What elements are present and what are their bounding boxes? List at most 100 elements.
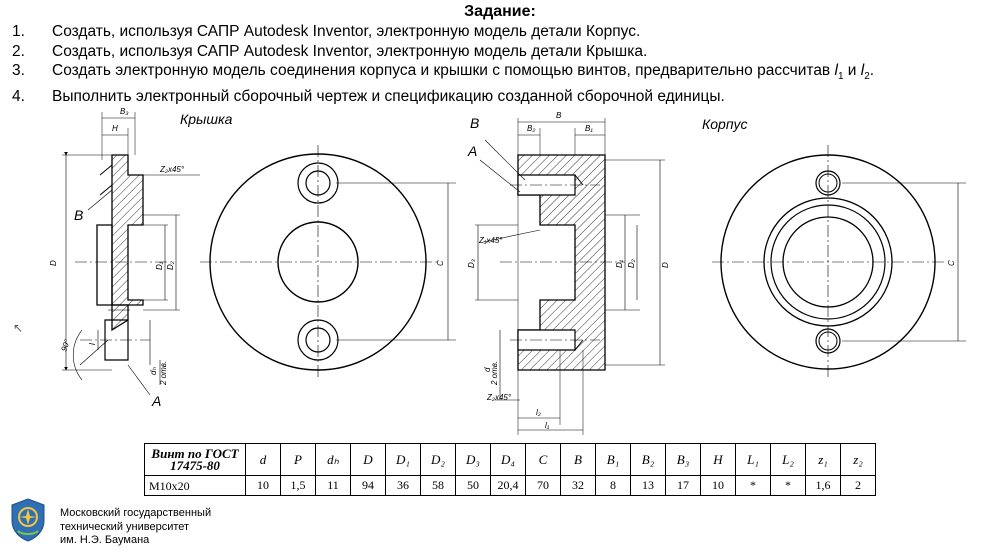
- spec-cell: 10: [245, 475, 281, 496]
- spec-cell: 1,5: [280, 475, 316, 496]
- spec-cell: 13: [630, 475, 666, 496]
- label-z2x45: Z₂x45°: [159, 165, 185, 174]
- spec-col-header: D₄: [490, 443, 526, 476]
- task-number: 1.: [12, 23, 25, 40]
- university-footer: Московский государственный технический у…: [8, 497, 211, 548]
- label-d2: D₂: [166, 261, 175, 270]
- housing-section-view: [475, 118, 665, 435]
- university-name: Московский государственный технический у…: [60, 507, 211, 548]
- label-b: B: [74, 207, 83, 223]
- label-d1: D₁: [155, 261, 164, 270]
- page-title: Задание:: [464, 3, 536, 20]
- spec-cell: 20,4: [490, 475, 526, 496]
- spec-title-line1: Винт по ГОСТ: [151, 445, 239, 461]
- spec-value-row: M10x20 10 1,5 11 94 36 58 50 20,4 70 32 …: [144, 475, 876, 496]
- label-z1x45: Z₁x45°: [478, 236, 503, 245]
- spec-col-header: L₂: [770, 443, 806, 476]
- spec-col-header: z₂: [840, 443, 876, 476]
- label-b3: B₃: [120, 107, 129, 116]
- task-number: 2.: [12, 42, 25, 60]
- task-item: 4. Выполнить электронный сборочный чертеж…: [12, 87, 874, 107]
- spec-cell: *: [735, 475, 771, 496]
- task-text: Создать электронную модель соединения ко…: [52, 61, 874, 87]
- spec-col-header: H: [700, 443, 736, 476]
- label-h: H: [112, 124, 118, 133]
- spec-col-header: P: [280, 443, 316, 476]
- university-line: технический университет: [60, 520, 190, 533]
- spec-cell: 32: [560, 475, 596, 496]
- var-sub: 1: [837, 71, 844, 83]
- task-text-part: и: [843, 62, 861, 79]
- label-z2x45-housing: Z₂x45°: [486, 393, 512, 402]
- spec-cell: 36: [385, 475, 421, 496]
- spec-cell: *: [770, 475, 806, 496]
- var-l: l: [834, 62, 838, 79]
- label-a: A: [151, 393, 161, 409]
- label-two-holes: 2 отв.: [490, 361, 499, 386]
- label-b1: B₁: [585, 124, 593, 133]
- label-l1: l₁: [545, 421, 550, 430]
- label-d-outer: D: [49, 260, 58, 266]
- spec-col-header: B₂: [630, 443, 666, 476]
- label-b2: B₂: [527, 124, 535, 133]
- task-text: Создать, используя САПР Autodesk Invento…: [52, 42, 648, 60]
- spec-col-header: C: [525, 443, 561, 476]
- housing-section-labels: B A B B₂ B₁ Z₁x45° D₃ D₁ D₂ D d 2 отв. Z…: [467, 111, 748, 430]
- cover-section-labels: B₃ H Z₂x45° B D D₁ D₂ 90° l dₕ 2 отв. A …: [49, 107, 233, 409]
- task-number: 3.: [12, 62, 25, 79]
- task-number: 4.: [12, 87, 25, 105]
- task-item: 1. Создать, используя САПР Autodesk Inven…: [12, 22, 874, 42]
- spec-col-header: D₁: [385, 443, 421, 476]
- var-sub: 2: [864, 71, 870, 83]
- spec-col-header: z₁: [805, 443, 841, 476]
- label-angle-90: 90°: [59, 337, 72, 352]
- label-c-cover: C: [436, 260, 445, 266]
- spec-title-line2: 17475-80: [170, 457, 220, 473]
- task-text: Выполнить электронный сборочный чертеж и…: [52, 87, 725, 105]
- cover-section-view: [62, 112, 200, 396]
- label-two-holes: 2 отв.: [159, 361, 168, 386]
- spec-row-label: M10x20: [144, 475, 246, 496]
- task-text-part: Создать электронную модель соединения ко…: [52, 62, 835, 79]
- spec-cell: 58: [420, 475, 456, 496]
- drawing-area: [40, 104, 970, 446]
- spec-cell: 94: [350, 475, 386, 496]
- bmstu-emblem-icon: [11, 498, 45, 542]
- label-b-top: B: [556, 111, 562, 120]
- spec-cell: 1,6: [805, 475, 841, 496]
- task-text: Создать, используя САПР Autodesk Invento…: [52, 23, 641, 40]
- task-list: 1. Создать, используя САПР Autodesk Inven…: [12, 22, 874, 106]
- label-d3: D₃: [467, 259, 476, 268]
- var-l: l: [860, 62, 865, 79]
- spec-col-header: dₕ: [315, 443, 351, 476]
- label-d2-housing: D₂: [627, 259, 636, 268]
- spec-col-header: d: [245, 443, 281, 476]
- housing-front-view: [712, 145, 966, 380]
- cover-front-view: [200, 145, 456, 380]
- label-d-thread: d: [483, 367, 492, 372]
- spec-cell: 2: [840, 475, 876, 496]
- spec-cell: 10: [700, 475, 736, 496]
- label-l2: l₂: [536, 408, 541, 417]
- task-item: 3. Создать электронную модель соединения …: [12, 61, 874, 87]
- spec-col-header: D₃: [455, 443, 491, 476]
- spec-col-header: D: [350, 443, 386, 476]
- spec-col-header: B₃: [665, 443, 701, 476]
- mouse-cursor-icon: ↖: [13, 321, 24, 335]
- cover-title: Крышка: [180, 111, 233, 127]
- label-a: A: [467, 143, 477, 159]
- spec-col-header: B₁: [595, 443, 631, 476]
- university-line: им. Н.Э. Баумана: [60, 534, 150, 546]
- label-d-housing: D: [661, 262, 670, 268]
- label-c-housing: C: [947, 260, 956, 266]
- spec-cell: 8: [595, 475, 631, 496]
- spec-cell: 11: [315, 475, 351, 496]
- task-item: 2. Создать, используя САПР Autodesk Inven…: [12, 42, 874, 62]
- label-dh: dₕ: [149, 367, 158, 375]
- label-d1-housing: D₁: [615, 259, 624, 268]
- spec-col-header: D₂: [420, 443, 456, 476]
